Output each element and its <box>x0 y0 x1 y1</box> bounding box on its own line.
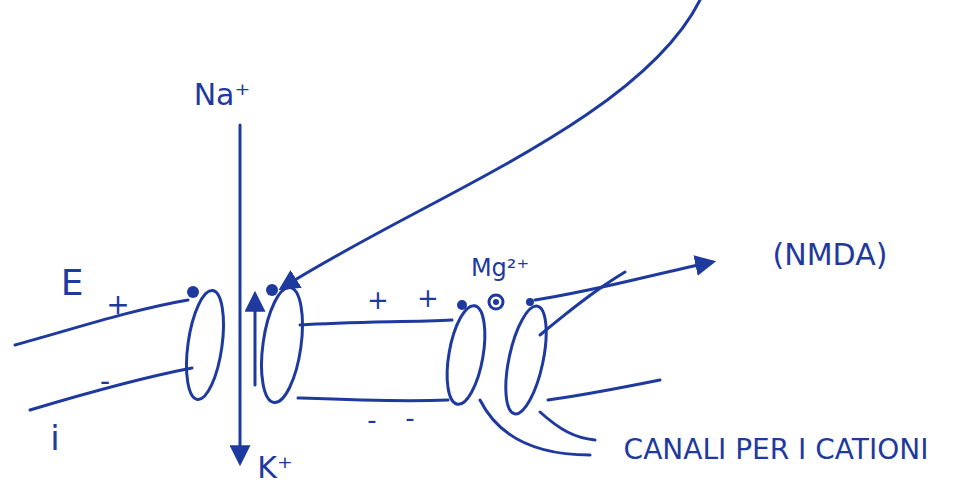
channel <box>255 285 309 405</box>
ion-label: K⁺ <box>257 453 293 483</box>
flux-arrow <box>239 125 242 462</box>
gate-dot <box>526 298 534 306</box>
mg-ion <box>489 295 503 309</box>
pointer-arrow <box>282 0 700 288</box>
channel <box>498 303 554 418</box>
gate-dot <box>266 284 278 296</box>
charge-sign: + <box>106 291 129 319</box>
leader-line <box>540 412 595 440</box>
charge-sign: + <box>367 287 389 313</box>
channel <box>441 303 492 407</box>
membrane-line <box>548 380 660 400</box>
charge-sign: - <box>100 368 110 396</box>
channel <box>181 288 230 402</box>
leader-arrow <box>535 262 712 300</box>
receptor-label: (NMDA) <box>773 240 888 270</box>
membrane-line <box>298 398 448 401</box>
caption-label: CANALI PER I CATIONI <box>624 436 929 464</box>
flux-arrow <box>254 295 257 385</box>
side-label: E <box>61 265 84 301</box>
leader-line <box>480 400 590 455</box>
gate-dot <box>187 286 199 298</box>
side-label: i <box>50 421 59 455</box>
charge-sign: - <box>405 405 414 431</box>
gate-dot <box>457 300 467 310</box>
mg-ion <box>493 299 499 305</box>
membrane-line <box>15 300 188 345</box>
membrane-line <box>30 368 192 410</box>
membrane-line <box>300 320 452 325</box>
charge-sign: - <box>367 407 376 433</box>
membrane-line <box>540 272 625 335</box>
ion-label: Mg²⁺ <box>471 256 529 280</box>
ion-label: Na⁺ <box>194 80 251 110</box>
charge-sign: + <box>417 285 439 311</box>
